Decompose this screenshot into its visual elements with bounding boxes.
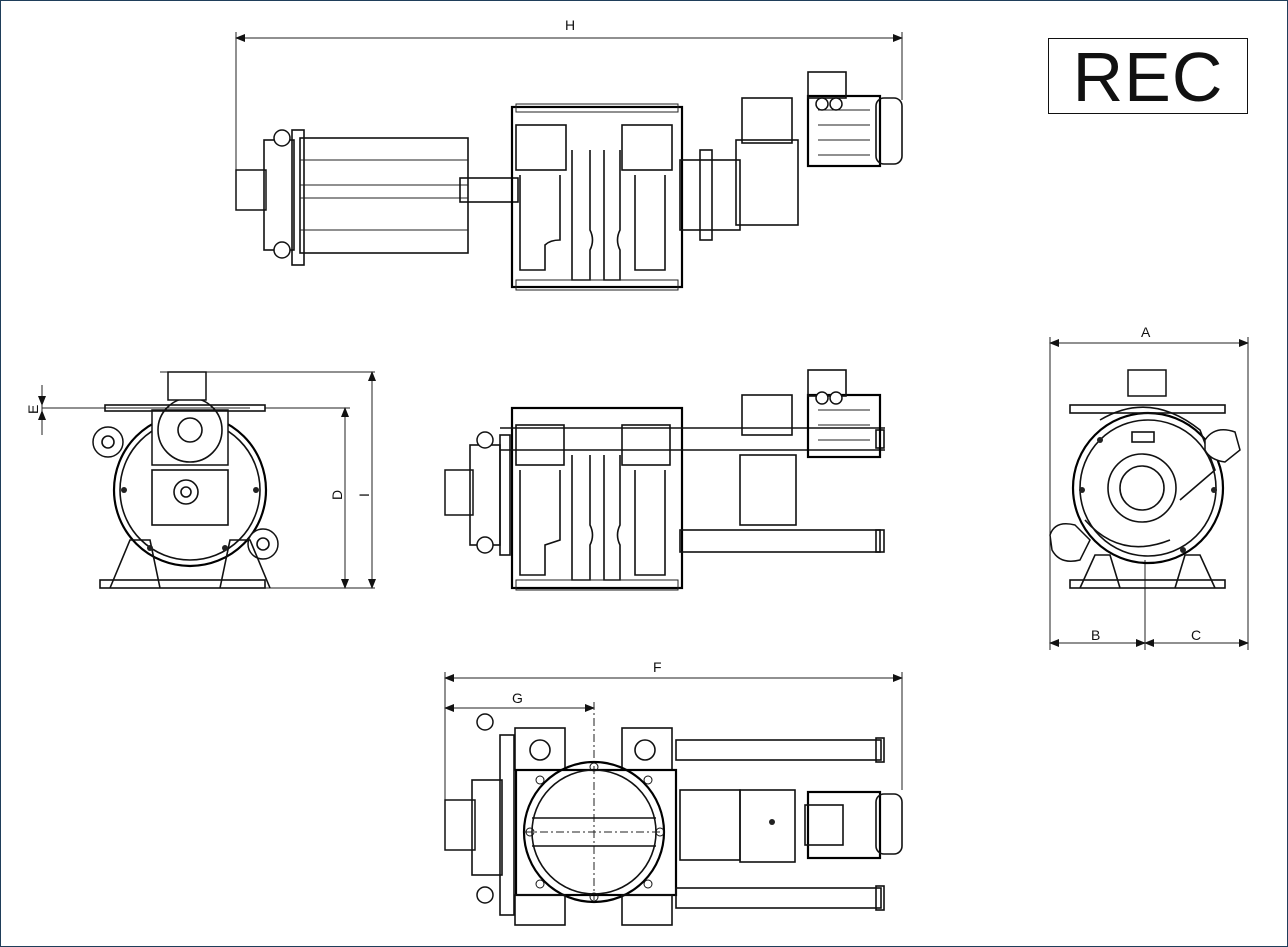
dim-label-F: F <box>653 659 662 675</box>
logo-rec: REC <box>1048 38 1248 115</box>
left-side-view <box>38 371 376 589</box>
top-view <box>235 32 903 291</box>
dim-label-B: B <box>1091 627 1100 643</box>
right-side-view <box>1049 337 1249 650</box>
dim-label-D: D <box>329 490 345 500</box>
dim-label-A: A <box>1141 324 1151 340</box>
dim-label-G: G <box>512 690 523 706</box>
bottom-view <box>444 672 903 926</box>
dim-label-E: E <box>25 405 41 414</box>
dim-label-I: I <box>356 493 372 497</box>
dim-label-C: C <box>1191 627 1201 643</box>
center-front-view <box>444 369 885 591</box>
dim-label-H: H <box>565 17 575 33</box>
